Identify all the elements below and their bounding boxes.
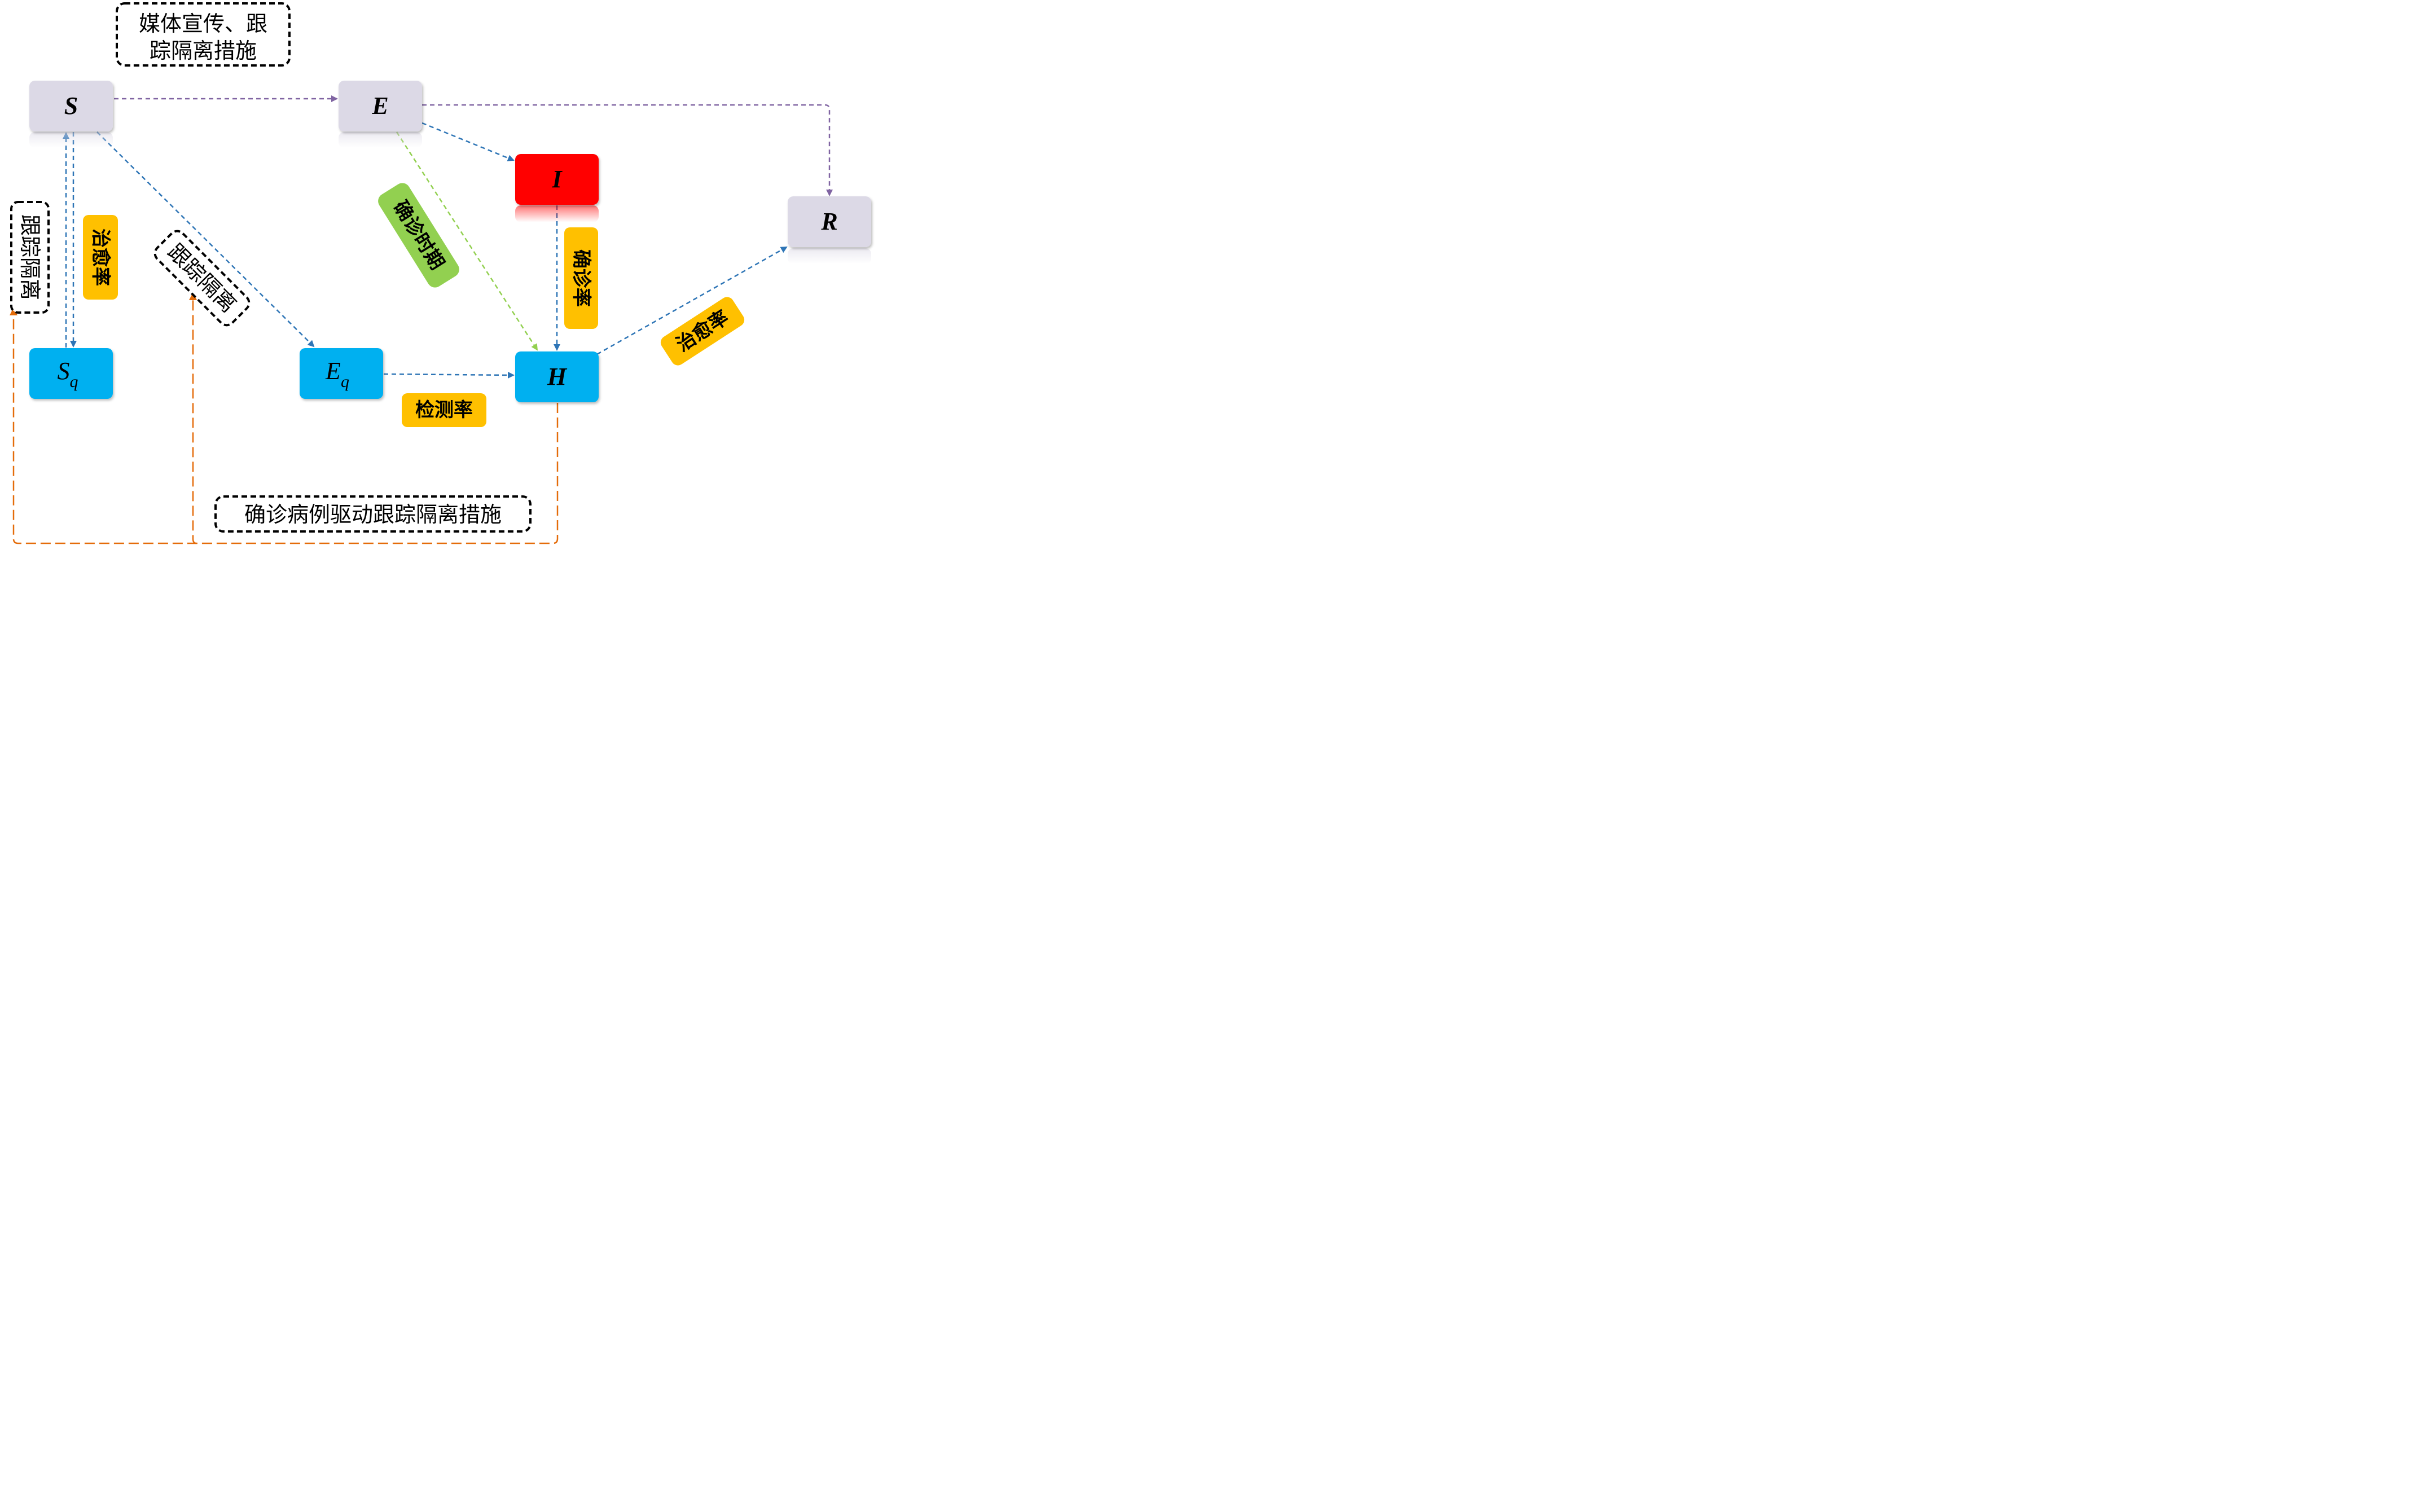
sqeihr-flow-diagram: S E I R Sq Eq H 媒体宣传、跟 踪隔离措施 [10,2,871,544]
node-eq-subscript: q [341,372,349,391]
node-e-label: E [371,92,388,120]
note-bottom: 确诊病例驱动跟踪隔离措施 [214,495,532,533]
label-cure-h: 治愈率 [660,297,745,366]
node-h-label: H [547,363,568,390]
node-h: H [515,351,599,402]
label-confirm-rate: 确诊率 [564,227,598,329]
label-detect-rate: 检测率 [402,393,486,427]
label-confirm-rate-text: 确诊率 [570,249,592,307]
feedback-arrows [10,292,559,544]
arrows [63,95,833,379]
note-left-vertical-text: 跟踪隔离 [17,214,42,300]
note-diagonal: 跟踪隔离 [153,230,251,327]
arrow-e-to-h [396,131,538,351]
node-i: I [515,154,599,222]
node-s-label: S [64,92,78,120]
arrow-e-to-i [421,122,515,161]
arrow-e-to-r [422,104,833,196]
node-e: E [339,81,422,148]
node-r-label: R [820,208,837,235]
note-diagonal-text: 跟踪隔离 [163,239,242,318]
label-confirm-period: 确诊时期 [378,183,459,288]
arrow-eq-to-h [383,371,515,379]
node-sq: Sq [29,348,113,399]
node-eq: Eq [300,348,383,399]
node-eq-letter: E [325,357,341,385]
note-left-vertical: 跟踪隔离 [10,201,50,314]
node-r: R [788,196,871,264]
node-sq-letter: S [58,357,70,385]
note-media: 媒体宣传、跟 踪隔离措施 [116,2,291,67]
node-s: S [29,81,113,148]
note-bottom-text: 确诊病例驱动跟踪隔离措施 [244,502,502,527]
arrow-h-feedback-main [10,307,559,544]
arrow-h-feedback-branch [189,292,197,544]
label-cure-sq-text: 治愈率 [89,228,112,286]
svg-text:Eq: Eq [325,357,349,391]
node-i-label: I [551,165,563,193]
node-sq-subscript: q [70,372,78,391]
arrow-s-to-eq [96,131,315,348]
note-media-line1: 媒体宣传、跟 [139,11,267,36]
note-media-line2: 踪隔离措施 [150,38,257,63]
label-detect-rate-text: 检测率 [415,399,473,421]
svg-text:Sq: Sq [58,357,78,391]
label-cure-sq: 治愈率 [83,215,118,300]
